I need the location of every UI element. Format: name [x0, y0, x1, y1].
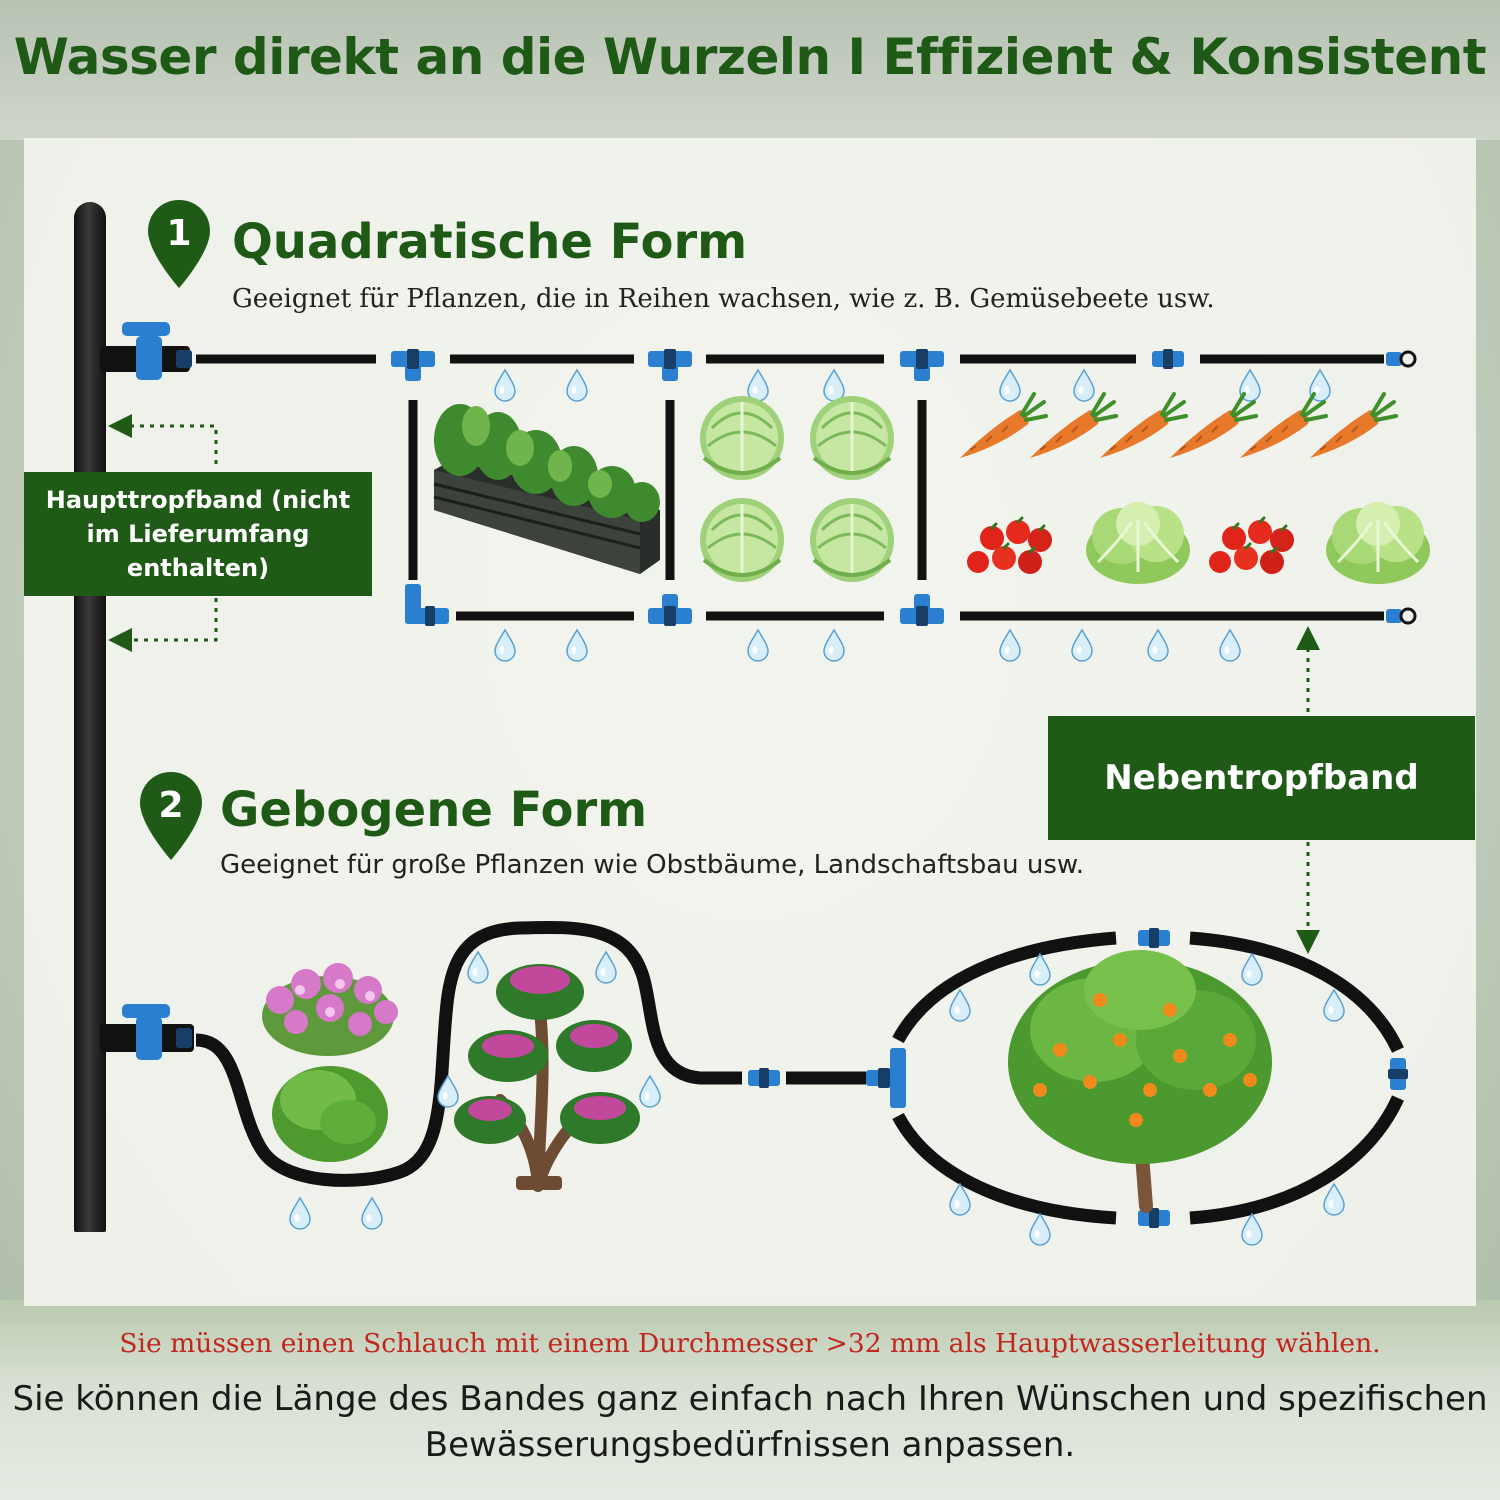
tee-connector-icon [648, 594, 692, 626]
end-cap-icon [1384, 350, 1417, 368]
section-2-subtitle: Geeignet für große Pflanzen wie Obstbäum… [220, 850, 1085, 880]
section-2-title: Gebogene Form [220, 782, 648, 838]
main-pipe [74, 202, 106, 1232]
tee-connector-icon [900, 594, 944, 626]
cabbage-icon [808, 496, 896, 584]
top-background [0, 0, 1500, 140]
headline: Wasser direkt an die Wurzeln I Effizient… [13, 28, 1487, 86]
raised-bed-icon [433, 404, 660, 574]
valve-icon [100, 322, 192, 380]
carrot-icon [958, 392, 1048, 460]
straight-connector-icon [1138, 928, 1170, 948]
footer-text: Sie können die Länge des Bandes ganz ein… [12, 1379, 1488, 1465]
valve-icon [100, 1004, 194, 1060]
cabbage-icon [698, 496, 786, 584]
tomato-icon [1207, 516, 1296, 576]
tee-connector-icon [648, 349, 692, 381]
tee-connector-icon [866, 1048, 906, 1108]
fruit-tree-icon [1008, 950, 1272, 1213]
location-pin-icon: 2 [140, 772, 202, 860]
secondary-drip-tape-label: Nebentropfband [1048, 716, 1475, 840]
tee-connector-icon [900, 349, 944, 381]
section-2-number: 2 [158, 785, 183, 826]
elbow-connector-icon [405, 584, 449, 626]
end-cap-icon [1384, 607, 1417, 625]
tee-connector-icon [391, 349, 435, 381]
section-1-subtitle: Geeignet für Pflanzen, die in Reihen wac… [232, 284, 1215, 314]
straight-connector-icon [1152, 349, 1184, 369]
location-pin-icon: 1 [148, 200, 210, 288]
straight-connector-icon [748, 1068, 780, 1088]
cabbage-icon [808, 394, 896, 482]
bonsai-tree-icon [454, 964, 640, 1192]
main-drip-tape-label: Haupttropfband (nicht im Lieferumfang en… [24, 472, 372, 596]
square-layout [100, 322, 1432, 662]
shrub-icon [272, 1066, 388, 1162]
section-1-title: Quadratische Form [232, 214, 748, 270]
tomato-icon [965, 516, 1054, 576]
straight-connector-icon [1388, 1058, 1408, 1090]
flower-bush-icon [262, 963, 398, 1056]
section-1-number: 1 [166, 213, 191, 254]
lettuce-icon [1324, 500, 1432, 586]
bottom-background [0, 1300, 1500, 1500]
arrow-icon [130, 424, 218, 642]
lettuce-icon [1084, 500, 1192, 586]
warning-text: Sie müssen einen Schlauch mit einem Durc… [119, 1328, 1381, 1359]
curved-layout [100, 920, 1408, 1246]
cabbage-icon [698, 394, 786, 482]
